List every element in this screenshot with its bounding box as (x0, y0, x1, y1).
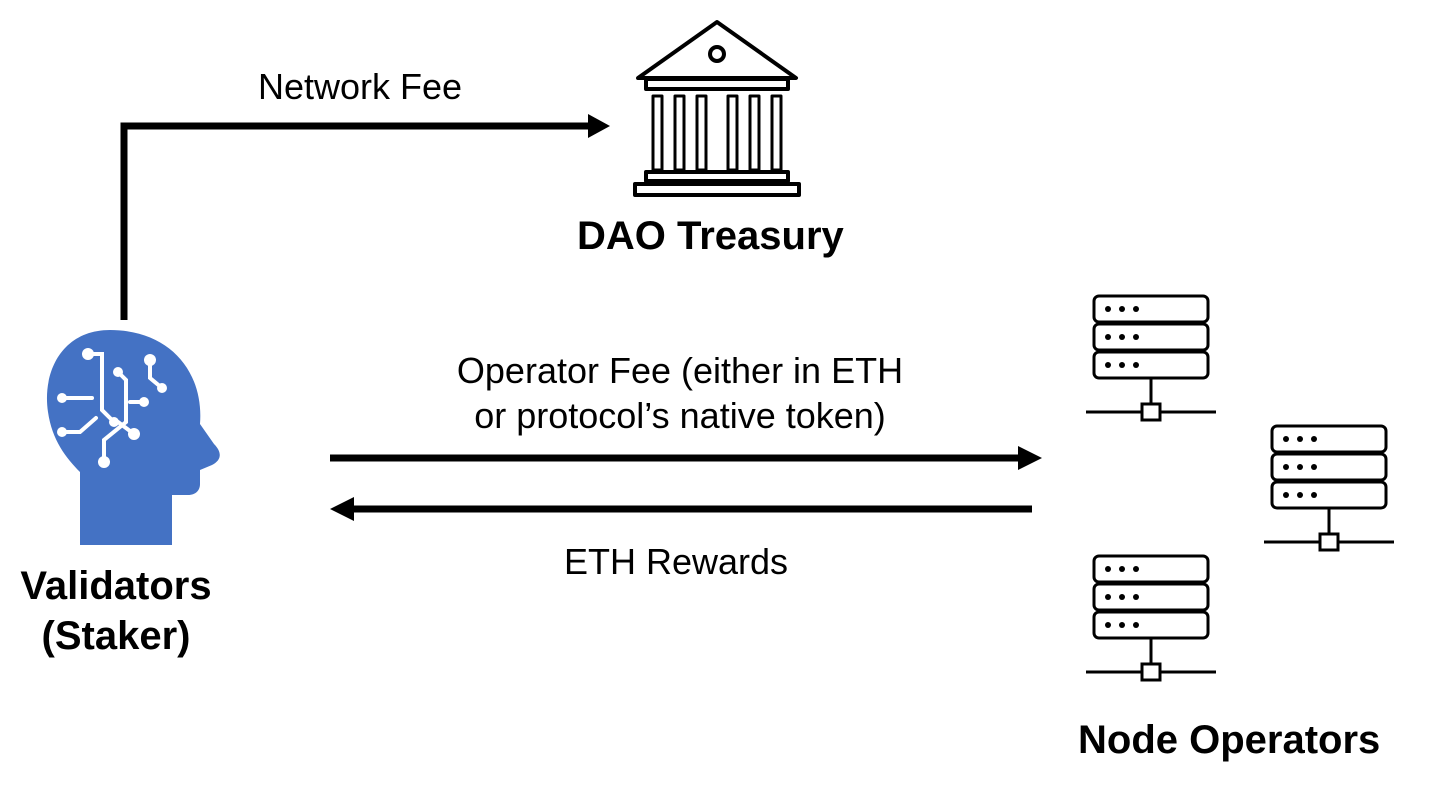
server-rack-icon (1086, 556, 1216, 680)
eth-rewards-label: ETH Rewards (564, 541, 789, 582)
ai-head-circuit-icon (46, 330, 220, 545)
server-rack-icon (1264, 426, 1394, 550)
network-fee-arrow (120, 114, 610, 320)
node-operators-label: Node Operators (1078, 718, 1381, 762)
validators-label-line1: Validators (20, 564, 212, 608)
validators-label-line2: (Staker) (41, 614, 191, 658)
server-rack-icon (1086, 296, 1216, 420)
eth-rewards-arrow (330, 497, 1032, 521)
dao-treasury-label: DAO Treasury (577, 214, 844, 258)
operator-fee-arrow (330, 446, 1042, 470)
bank-building-icon (633, 20, 801, 197)
operator-fee-label-line2: or protocol’s native token) (474, 395, 886, 436)
operator-fee-label-line1: Operator Fee (either in ETH (456, 350, 904, 391)
network-fee-label: Network Fee (258, 66, 463, 107)
